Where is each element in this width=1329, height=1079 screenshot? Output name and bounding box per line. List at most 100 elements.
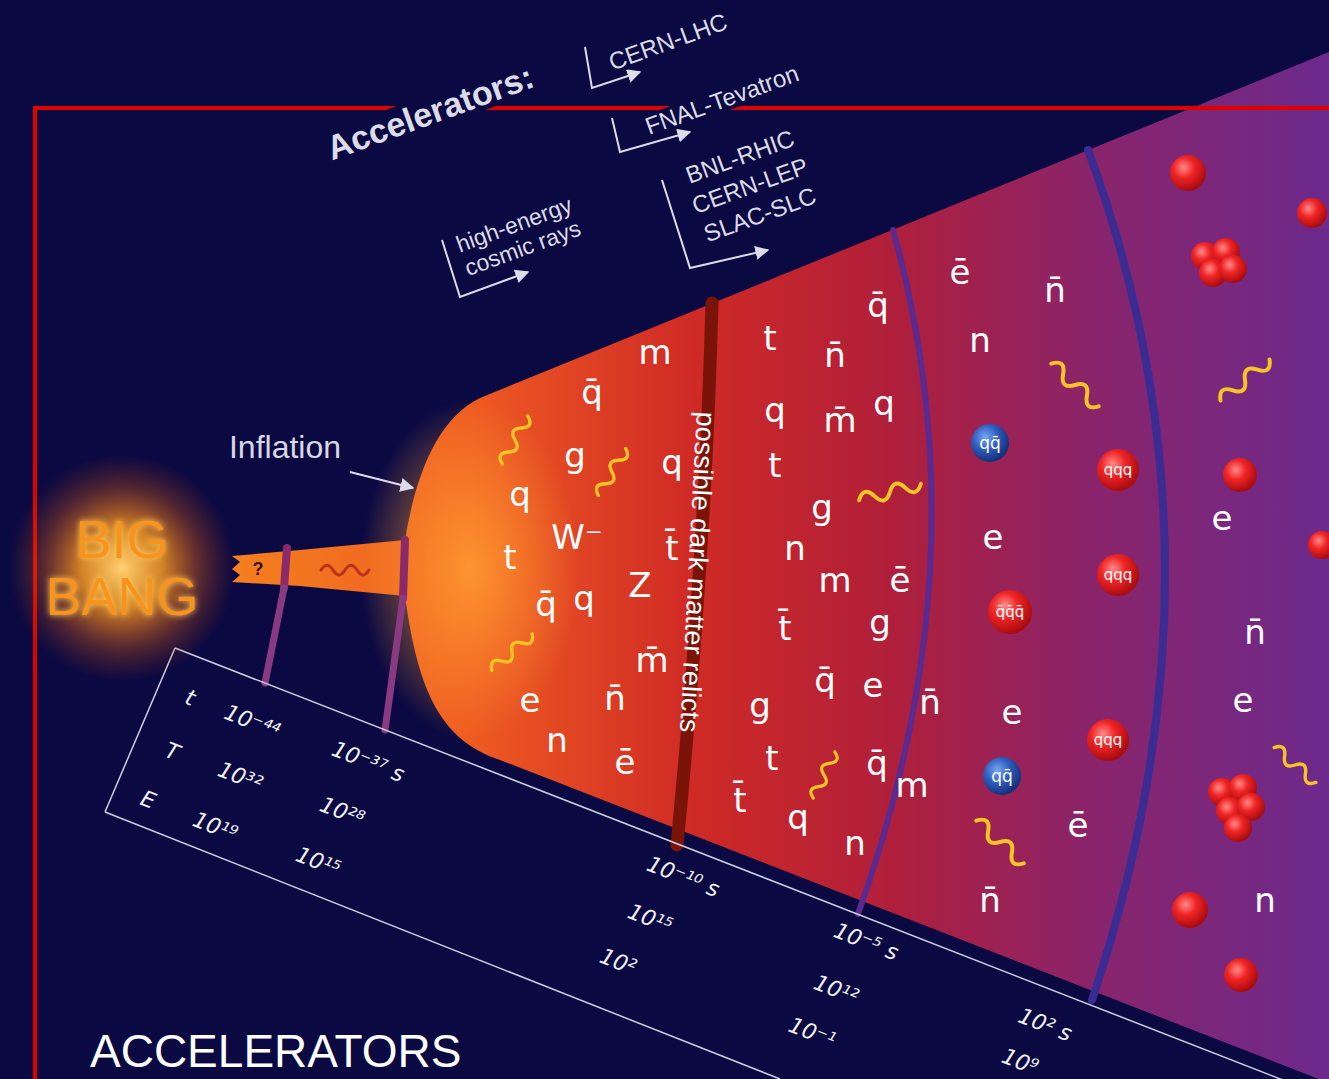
inflation-label: Inflation <box>229 431 341 463</box>
baryon-ball: qqq <box>1096 553 1140 597</box>
proton-dot <box>1170 155 1206 191</box>
timeline-value: 10³² <box>215 758 266 795</box>
timeline-value: 10⁻⁴⁴ <box>221 701 282 742</box>
expanding-cone <box>232 52 1329 1079</box>
particle-symbol: q <box>787 800 809 834</box>
particle-symbol: ē <box>615 745 636 779</box>
slide-caption: ACCELERATORS <box>90 1028 462 1074</box>
photon-wave <box>808 750 839 801</box>
particle-symbol: n <box>546 723 568 757</box>
particle-symbol: g <box>564 438 586 472</box>
quark-content: qqq <box>1104 463 1133 478</box>
antibaryon-ball-circle <box>988 590 1032 634</box>
particle-symbol: g <box>749 688 771 722</box>
photon-wave <box>497 413 532 466</box>
particle-symbol: t̄ <box>665 531 678 565</box>
particle-symbol: n̄ <box>1244 615 1266 649</box>
timeline-value: 10¹⁵ <box>625 900 676 937</box>
photon-wave <box>488 630 536 675</box>
particle-symbol: e <box>520 683 541 717</box>
particle-symbol: q <box>573 581 595 615</box>
particle-symbol: t <box>768 448 781 482</box>
particle-symbol: t <box>763 321 776 355</box>
particle-symbol: e <box>1233 683 1254 717</box>
time-tick <box>265 588 284 683</box>
timeline-value: 10² s <box>1015 1005 1074 1046</box>
big-bang-glow: BIG BANG <box>7 453 237 683</box>
particle-symbol: g <box>869 605 891 639</box>
meson-ball: qq̄ <box>970 423 1010 463</box>
photon-wave <box>594 446 631 499</box>
particle-symbol: ē <box>890 563 911 597</box>
timeline-value: 10² <box>597 945 639 979</box>
timeline-value: 10⁻³⁷ s <box>329 738 407 786</box>
particle-symbol: Z <box>628 568 651 602</box>
particle-symbol: n̄ <box>919 685 941 719</box>
epoch-band <box>284 548 287 588</box>
photon-wave <box>1216 354 1273 405</box>
particle-symbol: m̄ <box>823 403 856 437</box>
nuclei <box>1170 155 1329 992</box>
particle-symbol: q <box>873 386 895 420</box>
particle-symbol: t <box>765 741 778 775</box>
timeline-value: 10¹⁹ <box>190 808 241 845</box>
particle-symbol: n̄ <box>1044 273 1066 307</box>
proton-dot <box>1224 958 1258 992</box>
quark-content: q̄q̄q̄ <box>996 605 1025 620</box>
accelerators-heading: Accelerators: <box>318 57 541 166</box>
particle-symbol: q̄ <box>535 587 557 621</box>
particle-symbol: q <box>661 445 683 479</box>
quark-content: qqq <box>1094 733 1123 748</box>
big-bang-text: BIG BANG <box>22 511 222 624</box>
baryon-ball: qqq <box>1086 718 1130 762</box>
timeline-border <box>175 648 1329 1079</box>
nucleus-cluster <box>1208 774 1265 842</box>
particle-symbol: e <box>983 520 1004 554</box>
timeline-value: 10⁻¹ <box>785 1014 838 1052</box>
meson-ball-circle <box>983 757 1021 795</box>
quark-content: qqq <box>1104 568 1133 583</box>
time-tick <box>385 598 403 730</box>
inflation-glow <box>360 400 580 740</box>
inflation-arrow <box>350 472 413 488</box>
particle-symbol: n <box>784 531 806 565</box>
particle-symbol: e <box>863 668 884 702</box>
particle-symbol: n̄ <box>824 338 846 372</box>
antibaryon-ball: q̄q̄q̄ <box>987 589 1033 635</box>
particle-symbol: W⁻ <box>551 520 603 554</box>
particle-symbol: m̄ <box>635 643 668 677</box>
timeline-box <box>105 648 1329 1079</box>
particle-symbol: q̄ <box>867 288 889 322</box>
epoch-band <box>403 540 405 598</box>
timeline-value: 10¹⁵ <box>293 843 344 880</box>
proton-dot <box>1172 892 1208 928</box>
photon-wave <box>1047 359 1103 411</box>
particle-symbol: t̄ <box>733 783 746 817</box>
particle-symbol: n <box>1254 883 1276 917</box>
epoch-arc <box>858 230 932 914</box>
particle-symbol: ē <box>1068 808 1089 842</box>
particle-symbol: n <box>844 826 866 860</box>
particle-symbol: m <box>818 563 851 597</box>
particle-symbol: g <box>811 490 833 524</box>
timeline-axis: E <box>137 787 158 813</box>
particle-symbol: q <box>764 393 786 427</box>
particle-symbol: e <box>1212 501 1233 535</box>
nucleus-cluster <box>1191 238 1247 287</box>
meson-ball-circle <box>971 424 1009 462</box>
particle-symbol: n <box>969 323 991 357</box>
particle-symbol: q̄ <box>814 663 836 697</box>
particle-symbol: t̄ <box>778 611 791 645</box>
timeline-axis: t <box>182 686 198 710</box>
baryon-ball-circle <box>1097 554 1139 596</box>
particle-symbol: q̄ <box>581 375 603 409</box>
particle-symbol: ē <box>950 255 971 289</box>
particle-symbol: n̄ <box>979 883 1001 917</box>
particle-symbol: m <box>638 335 671 369</box>
unknown-mark: ? <box>253 560 264 578</box>
timeline-value: 10⁹ <box>999 1045 1041 1079</box>
proton-dot <box>1308 531 1329 559</box>
baryon-ball: qqq <box>1096 448 1140 492</box>
photon-waves <box>321 354 1319 868</box>
